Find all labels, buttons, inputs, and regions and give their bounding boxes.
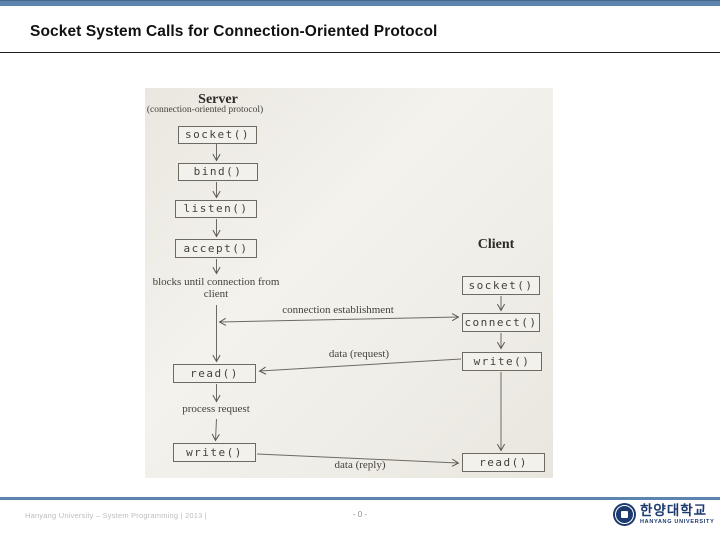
top-accent-bar xyxy=(0,0,720,6)
page-title: Socket System Calls for Connection-Orien… xyxy=(30,23,438,40)
server-column-subtitle: (connection-oriented protocol) xyxy=(146,105,264,115)
emblem-core xyxy=(621,511,628,518)
process-request-label: process request xyxy=(182,403,250,415)
data-reply-label: data (reply) xyxy=(334,459,386,471)
server-accept-box: accept() xyxy=(175,239,257,258)
university-logo: 한양대학교 HANYANG UNIVERSITY xyxy=(613,503,714,526)
logo-korean-name: 한양대학교 xyxy=(640,503,708,519)
server-read-box: read() xyxy=(173,364,256,383)
server-column-title: Server xyxy=(198,92,238,107)
server-listen-box: listen() xyxy=(175,200,257,218)
logo-english-name: HANYANG UNIVERSITY xyxy=(640,519,715,525)
client-read-box: read() xyxy=(462,453,545,472)
connection-establishment-label: connection establishment xyxy=(282,304,394,316)
blocks-until-connection-label: blocks until connection from client xyxy=(152,276,280,300)
client-connect-box: connect() xyxy=(462,313,540,332)
client-socket-box: socket() xyxy=(462,276,540,295)
university-logo-text: 한양대학교 HANYANG UNIVERSITY xyxy=(640,504,714,525)
university-emblem-icon xyxy=(613,503,636,526)
footer-accent-line xyxy=(0,497,720,500)
data-request-label: data (request) xyxy=(328,348,390,360)
emblem-ring xyxy=(615,505,634,524)
server-bind-box: bind() xyxy=(178,163,258,181)
server-socket-box: socket() xyxy=(178,126,257,144)
slide-header: Socket System Calls for Connection-Orien… xyxy=(0,6,720,53)
client-write-box: write() xyxy=(462,352,542,371)
page-number: - 0 - xyxy=(352,510,368,519)
footer-course-label: Hanyang University – System Programming … xyxy=(25,511,207,520)
server-write-box: write() xyxy=(173,443,256,462)
client-column-title: Client xyxy=(477,237,515,252)
